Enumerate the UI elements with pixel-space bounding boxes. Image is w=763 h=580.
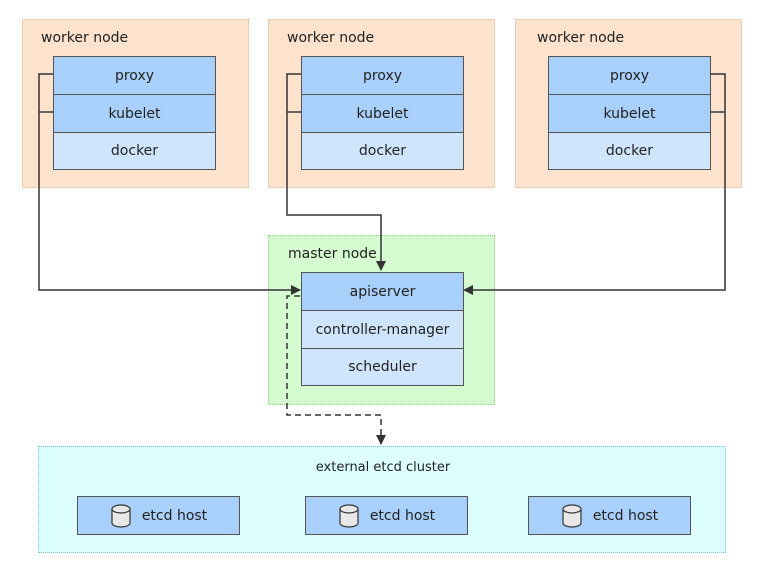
docker-component: docker — [301, 132, 464, 170]
worker-node-1: worker node proxy kubelet docker — [22, 19, 249, 188]
worker2-to-apiserver-connector — [286, 73, 386, 271]
docker-component: docker — [53, 132, 216, 170]
docker-component: docker — [548, 132, 711, 170]
database-icon — [111, 503, 131, 528]
apiserver-component: apiserver — [301, 272, 464, 311]
worker3-to-apiserver-connector — [463, 73, 726, 295]
worker-node-2: worker node proxy kubelet docker — [268, 19, 495, 188]
worker-node-1-title: worker node — [41, 30, 129, 46]
controller-manager-component: controller-manager — [301, 310, 464, 349]
kubelet-component: kubelet — [301, 94, 464, 133]
worker-node-3-title: worker node — [537, 30, 625, 46]
worker-node-1-components: proxy kubelet docker — [53, 56, 216, 170]
etcd-host-2-label: etcd host — [369, 507, 436, 524]
worker-node-3: worker node proxy kubelet docker — [515, 19, 742, 188]
etcd-host-1: etcd host — [77, 496, 240, 535]
proxy-component: proxy — [548, 56, 711, 95]
apiserver-to-etcd-connector — [286, 295, 386, 445]
etcd-host-2: etcd host — [305, 496, 468, 535]
scheduler-component: scheduler — [301, 348, 464, 386]
worker1-to-apiserver-connector — [38, 73, 301, 295]
worker-node-3-components: proxy kubelet docker — [548, 56, 711, 170]
etcd-host-3: etcd host — [528, 496, 691, 535]
worker-node-2-title: worker node — [287, 30, 375, 46]
etcd-host-3-label: etcd host — [592, 507, 659, 524]
worker-node-2-components: proxy kubelet docker — [301, 56, 464, 170]
kubelet-component: kubelet — [53, 94, 216, 133]
proxy-component: proxy — [301, 56, 464, 95]
etcd-host-1-label: etcd host — [141, 507, 208, 524]
master-node-components: apiserver controller-manager scheduler — [301, 272, 464, 386]
database-icon — [339, 503, 359, 528]
master-node-title: master node — [288, 246, 377, 262]
database-icon — [562, 503, 582, 528]
external-etcd-cluster: external etcd cluster etcd host etcd hos… — [38, 446, 726, 553]
etcd-cluster-title: external etcd cluster — [315, 460, 451, 475]
